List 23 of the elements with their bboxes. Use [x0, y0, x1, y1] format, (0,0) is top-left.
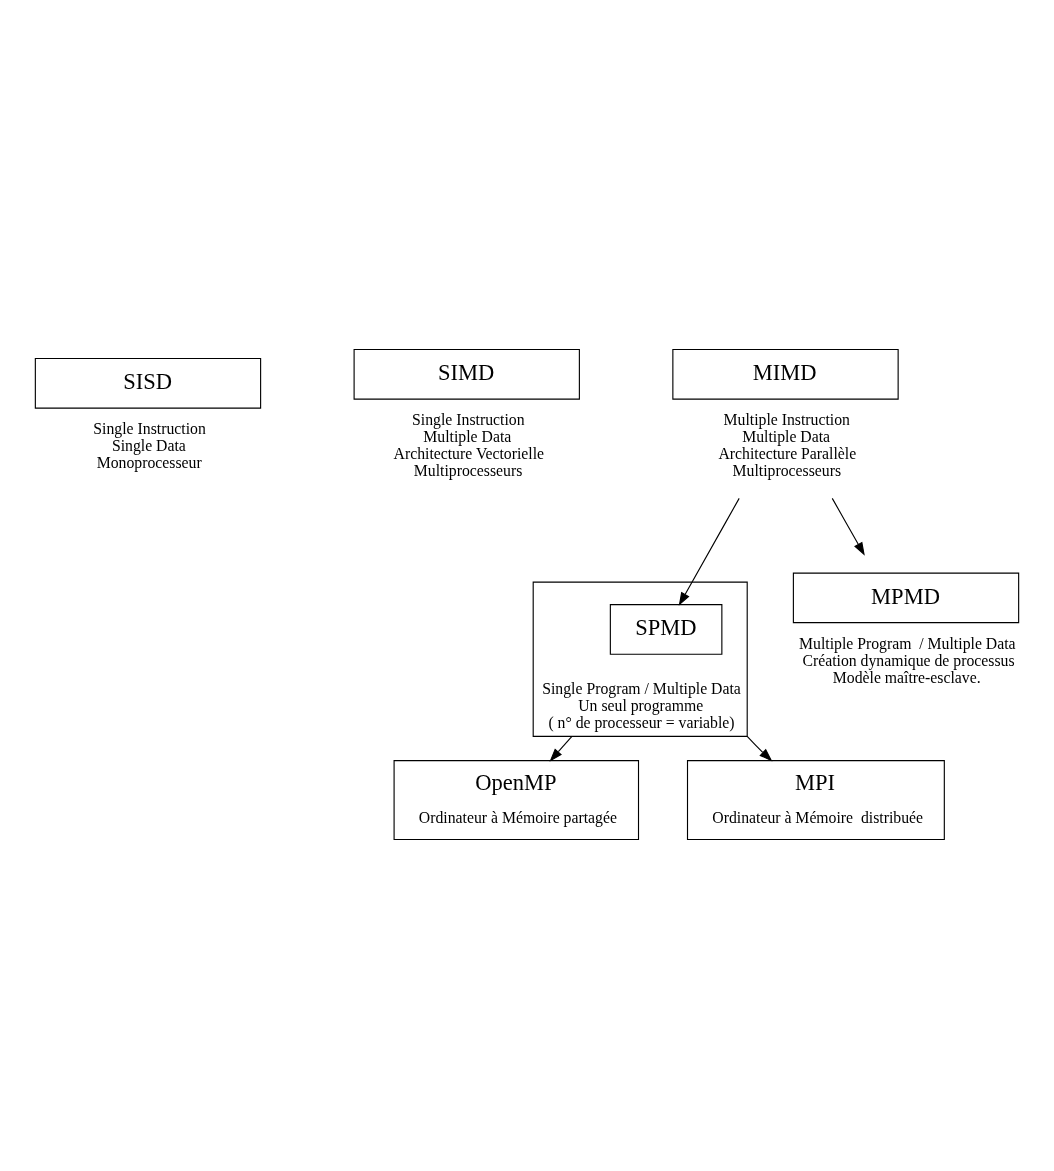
node-label: Monoprocesseur: [96, 454, 202, 472]
node-label: Multiple Instruction: [723, 411, 850, 429]
node-label: Architecture Parallèle: [718, 445, 857, 463]
node-box: SPMD: [609, 604, 723, 655]
node-label: Single Instruction: [93, 420, 206, 438]
node-box: MPMD: [792, 572, 1020, 624]
arrow: [746, 735, 773, 762]
node-label: Architecture Vectorielle: [393, 445, 545, 463]
node-box: SISD: [34, 357, 262, 409]
node-box: OpenMP Ordinateur à Mémoire partagée: [393, 760, 640, 841]
node-label: Multiprocesseurs: [413, 461, 523, 479]
arrow: [549, 735, 573, 762]
node-label: Multiprocesseurs: [732, 461, 842, 479]
node-box: MIMD: [672, 348, 899, 400]
node-label: Single Instruction: [412, 411, 525, 429]
arrow: [831, 497, 865, 556]
node-box: MPI Ordinateur à Mémoire distribuée: [686, 760, 945, 841]
arrow: [678, 497, 740, 606]
node-label: Multiple Program / Multiple Data: [799, 634, 1016, 652]
node-label: Multiple Data: [742, 428, 831, 446]
node-label: Multiple Data: [423, 428, 512, 446]
node-label: Single Data: [111, 437, 186, 455]
node-box: SIMD: [353, 348, 580, 400]
